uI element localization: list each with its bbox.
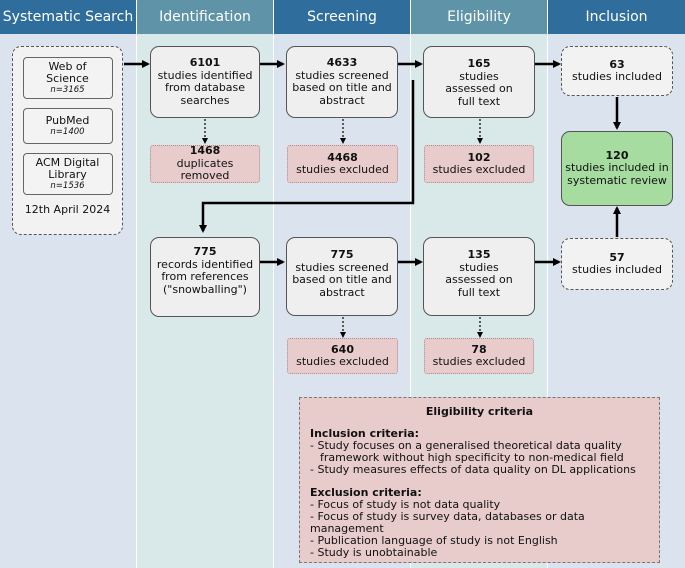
source-name: PubMed (45, 114, 90, 127)
box-snow-assessed: 135 studies assessed on full text (423, 237, 535, 316)
count: 78 (471, 342, 487, 356)
criteria-title: Eligibility criteria (425, 405, 534, 418)
label: studies included (572, 263, 662, 276)
label: studies included in systematic review (565, 161, 669, 187)
box-snow-included: 57 studies included (561, 238, 673, 290)
exclusion-heading: Exclusion criteria: (310, 486, 422, 499)
exclusion-item: - Publication language of study is not E… (310, 534, 558, 547)
inclusion-item: - Study focuses on a generalised theoret… (310, 439, 622, 452)
count: 165 (467, 57, 491, 70)
column-header: Screening (274, 0, 410, 34)
count: 120 (605, 148, 629, 162)
count: 775 (193, 245, 217, 258)
eligibility-criteria-box: Eligibility criteria Inclusion criteria:… (299, 397, 660, 563)
box-db-included: 63 studies included (561, 46, 673, 96)
box-db-screened: 4633 studies screened based on title and… (286, 46, 398, 118)
exclusion-item: - Focus of study is survey data, databas… (310, 510, 585, 535)
source-name: Web of Science (46, 60, 89, 85)
source-count: n=3165 (50, 85, 85, 95)
column-header: Identification (137, 0, 273, 34)
label: records identified from references ("sno… (156, 257, 254, 296)
label: studies identified from database searche… (157, 68, 253, 107)
label: studies screened based on title and abst… (292, 68, 392, 107)
box-db-screen-excluded: 4468 studies excluded (287, 145, 398, 183)
column-header: Systematic Search (0, 0, 136, 34)
box-duplicates-removed: 1468 duplicates removed (150, 145, 260, 183)
box-db-assessed: 165 studies assessed on full text (423, 46, 535, 118)
box-snow-identified: 775 records identified from references (… (150, 237, 260, 317)
box-snow-screen-excluded: 640 studies excluded (287, 338, 398, 374)
box-snow-screened: 775 studies screened based on title and … (286, 237, 398, 316)
count: 57 (609, 250, 625, 264)
search-sources-container: Web of Science n=3165 PubMed n=1400 ACM … (12, 46, 123, 235)
box-db-assess-excluded: 102 studies excluded (424, 145, 534, 183)
source-web-of-science: Web of Science n=3165 (22, 57, 113, 99)
search-date: 12th April 2024 (24, 203, 111, 216)
source-name: ACM Digital Library (35, 156, 100, 181)
count: 6101 (189, 56, 221, 69)
arrow-assessed-to-snowballing (199, 80, 415, 233)
count: 63 (609, 57, 625, 71)
label: studies excluded (296, 163, 389, 176)
box-snow-assess-excluded: 78 studies excluded (424, 338, 534, 374)
count: 775 (330, 248, 354, 261)
label: duplicates removed (176, 156, 234, 183)
label: studies assessed on full text (445, 260, 513, 299)
count: 1468 (189, 144, 221, 158)
exclusion-item: - Focus of study is not data quality (310, 498, 501, 511)
inclusion-item: framework without high specificity to no… (320, 451, 624, 464)
label: studies excluded (296, 355, 389, 368)
label: studies assessed on full text (445, 69, 513, 108)
source-count: n=1536 (50, 181, 85, 191)
source-count: n=1400 (50, 127, 85, 137)
count: 4468 (327, 150, 358, 164)
count: 640 (331, 342, 354, 356)
inclusion-item: - Study measures effects of data quality… (310, 463, 636, 476)
box-final-included: 120 studies included in systematic revie… (561, 131, 673, 206)
count: 135 (467, 248, 491, 261)
label: studies excluded (432, 163, 526, 176)
column-header: Eligibility (411, 0, 547, 34)
exclusion-item: - Study is unobtainable (310, 546, 438, 559)
source-acm-digital-library: ACM Digital Library n=1536 (22, 153, 113, 195)
label: studies included (572, 70, 662, 83)
box-db-identified: 6101 studies identified from database se… (150, 46, 260, 118)
inclusion-heading: Inclusion criteria: (310, 427, 420, 440)
source-pubmed: PubMed n=1400 (22, 108, 113, 144)
label: studies screened based on title and abst… (292, 260, 392, 299)
count: 4633 (326, 56, 358, 69)
count: 102 (467, 150, 491, 164)
label: studies excluded (432, 355, 526, 368)
column-header: Inclusion (548, 0, 685, 34)
